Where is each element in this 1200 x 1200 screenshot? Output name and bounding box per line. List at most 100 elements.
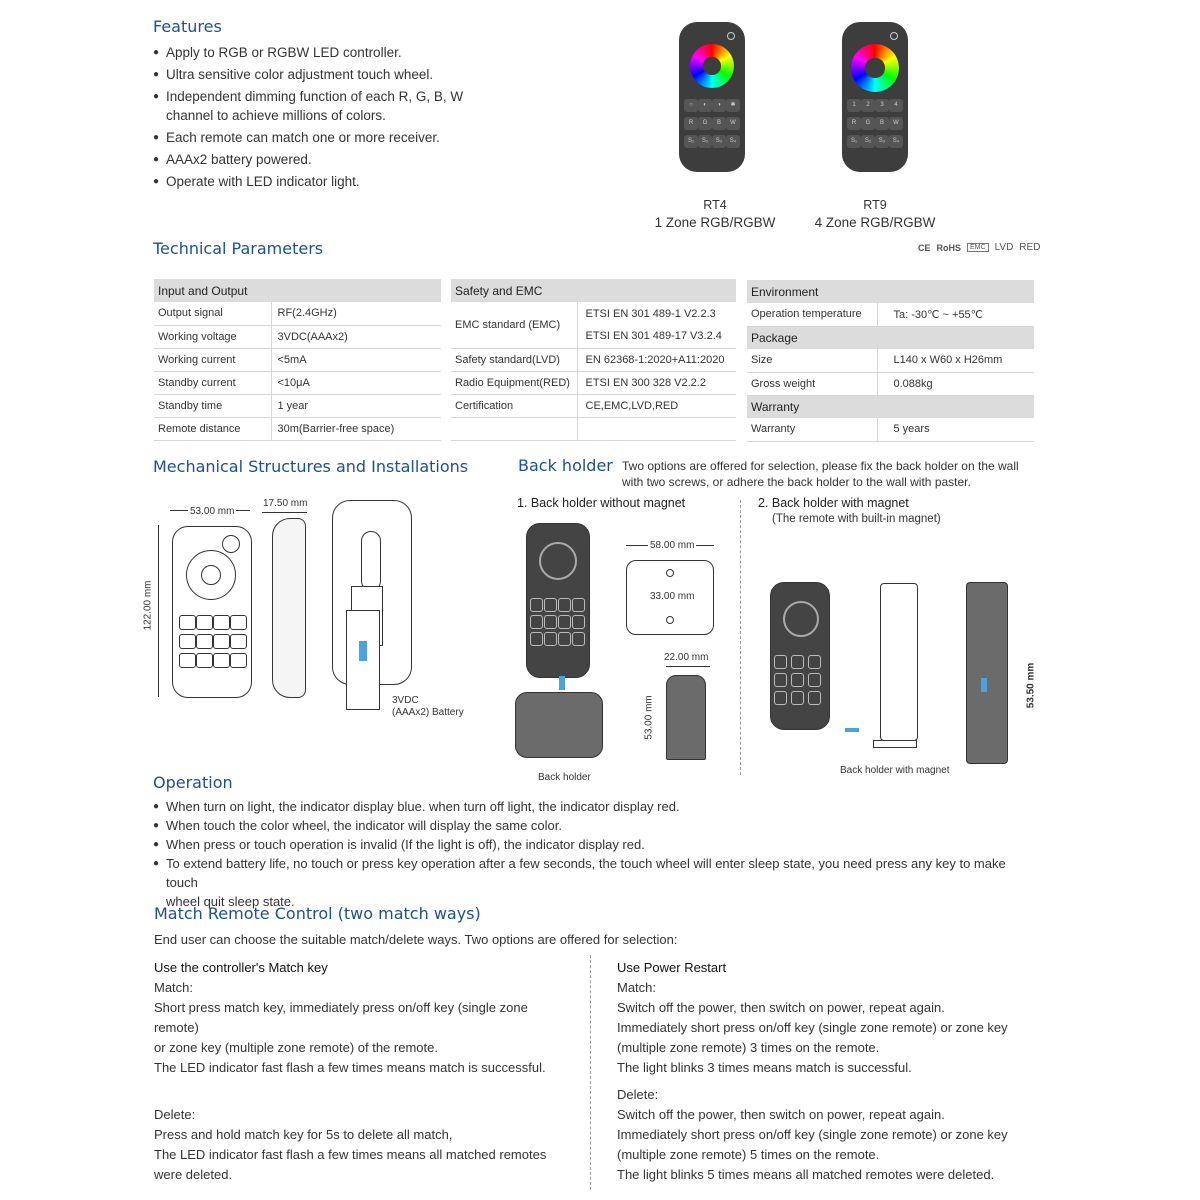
battery-caption-2: (AAAx2) Battery bbox=[392, 707, 464, 718]
warranty-header: Warranty bbox=[747, 395, 1034, 418]
operation-item: When press or touch operation is invalid… bbox=[153, 835, 1013, 854]
match-left-line: were deleted. bbox=[154, 1167, 233, 1182]
key-outline bbox=[572, 598, 585, 612]
magnet-height-dim: 53.50 mm bbox=[1025, 660, 1037, 711]
match-left-line: or zone key (multiple zone remote) of th… bbox=[154, 1040, 438, 1055]
remote-key: S₃ bbox=[875, 135, 889, 148]
wheel-center-icon bbox=[201, 565, 221, 585]
match-left-title: Use the controller's Match key bbox=[154, 960, 328, 975]
key-outline bbox=[196, 653, 213, 668]
key-outline bbox=[530, 632, 543, 646]
key-outline bbox=[196, 634, 213, 649]
holder2-drawing bbox=[880, 583, 918, 741]
safety-value: ETSI EN 301 489-17 V3.2.4 bbox=[577, 325, 736, 349]
io-value: 30m(Barrier-free space) bbox=[271, 417, 441, 441]
safety-value: ETSI EN 301 489-1 V2.2.3 bbox=[585, 307, 716, 320]
key-outline bbox=[791, 673, 804, 687]
key-outline bbox=[774, 655, 787, 669]
match-left-column: Use the controller's Match key Match: Sh… bbox=[154, 958, 574, 1185]
key-outline bbox=[558, 598, 571, 612]
backholder-option2-sub: (The remote with built-in magnet) bbox=[772, 513, 941, 525]
match-right-line: (multiple zone remote) 5 times on the re… bbox=[617, 1147, 880, 1162]
holder1-caption: Back holder bbox=[538, 772, 591, 783]
io-value: 3VDC(AAAx2) bbox=[271, 325, 441, 349]
key-outline bbox=[791, 655, 804, 669]
backholder-divider bbox=[740, 500, 741, 775]
io-value: <10μA bbox=[271, 371, 441, 395]
key-outline bbox=[791, 691, 804, 705]
wheel-outline-icon bbox=[783, 601, 819, 637]
holder-depth-dim-line bbox=[666, 666, 710, 667]
color-wheel-icon bbox=[851, 44, 899, 92]
mech-title: Mechanical Structures and Installations bbox=[153, 457, 469, 476]
holder-side-drawing bbox=[666, 675, 706, 760]
holder2-base bbox=[873, 740, 917, 748]
operation-item: When touch the color wheel, the indicato… bbox=[153, 816, 1013, 835]
safety-value: CE,EMC,LVD,RED bbox=[577, 394, 736, 418]
key-outline bbox=[230, 615, 247, 630]
spacer bbox=[154, 1078, 574, 1105]
operation-list: When turn on light, the indicator displa… bbox=[153, 797, 1013, 911]
holder-side-height-dim: 53.00 mm bbox=[643, 693, 655, 742]
height-dim-line bbox=[158, 525, 159, 697]
safety-header: Safety and EMC bbox=[451, 279, 736, 302]
holder1-drawing bbox=[515, 692, 603, 758]
down-arrow-icon bbox=[559, 676, 565, 690]
backholder-option1: 1. Back holder without magnet bbox=[517, 496, 686, 510]
safety-label: Certification bbox=[451, 394, 578, 418]
rt4-model: RT4 bbox=[703, 198, 727, 212]
remote-key: 4 bbox=[889, 99, 903, 112]
io-label: Standby time bbox=[154, 394, 272, 418]
match-left-match-label: Match: bbox=[154, 980, 194, 995]
key-outline bbox=[558, 632, 571, 646]
key-outline bbox=[808, 673, 821, 687]
safety-label: Radio Equipment(RED) bbox=[451, 371, 578, 395]
key-outline bbox=[179, 653, 196, 668]
power-icon bbox=[727, 32, 735, 40]
thickness-dim-line bbox=[262, 512, 307, 513]
right-arrow-icon bbox=[845, 728, 859, 732]
io-label: Working current bbox=[154, 348, 272, 372]
pkg-label: Size bbox=[747, 349, 878, 373]
key-outline bbox=[179, 615, 196, 630]
feature-item: Each remote can match one or more receiv… bbox=[153, 128, 493, 147]
remote-key: 3 bbox=[875, 99, 889, 112]
match-left-delete-label: Delete: bbox=[154, 1107, 196, 1122]
match-right-line: Immediately short press on/off key (sing… bbox=[617, 1020, 1008, 1035]
operation-item: When turn on light, the indicator displa… bbox=[153, 797, 1013, 816]
feature-item: Apply to RGB or RGBW LED controller. bbox=[153, 43, 493, 62]
width-dim: 53.00 mm bbox=[188, 506, 237, 517]
io-value: <5mA bbox=[271, 348, 441, 372]
match-right-line: Switch off the power, then switch on pow… bbox=[617, 1107, 945, 1122]
feature-item: Ultra sensitive color adjustment touch w… bbox=[153, 65, 493, 84]
screw-hole-icon bbox=[666, 569, 674, 577]
io-label: Remote distance bbox=[154, 417, 272, 441]
down-arrow-icon bbox=[981, 678, 987, 692]
key-outline bbox=[196, 615, 213, 630]
remote-key: S₁ bbox=[847, 135, 861, 148]
safety-value: ETSI EN 300 328 V2.2.2 bbox=[577, 371, 736, 395]
io-value: RF(2.4GHz) bbox=[271, 302, 441, 326]
env-value: Ta: -30℃ ~ +55℃ bbox=[877, 303, 1034, 327]
operation-item-line2: wheel quit sleep state. bbox=[166, 894, 295, 909]
power-icon bbox=[890, 32, 898, 40]
match-left-line: Short press match key, immediately press… bbox=[154, 1000, 528, 1035]
backholder-title: Back holder bbox=[518, 456, 613, 475]
key-outline bbox=[213, 634, 230, 649]
backholder-desc-line1: Two options are offered for selection, p… bbox=[622, 459, 1019, 473]
env-label: Operation temperature bbox=[747, 303, 878, 327]
remote-key: 2 bbox=[861, 99, 875, 112]
key-outline bbox=[572, 632, 585, 646]
pkg-value: L140 x W60 x H26mm bbox=[877, 349, 1034, 373]
ce-logo: CE bbox=[918, 242, 931, 253]
thickness-dim: 17.50 mm bbox=[263, 498, 308, 509]
match-left-line: The LED indicator fast flash a few times… bbox=[154, 1147, 547, 1162]
holder-front-drawing bbox=[626, 560, 714, 635]
spacer bbox=[617, 1078, 1037, 1085]
holder2-caption: Back holder with magnet bbox=[840, 765, 950, 776]
key-outline bbox=[179, 634, 196, 649]
cert-logos: CE RoHS EMC LVD RED bbox=[918, 242, 1040, 253]
